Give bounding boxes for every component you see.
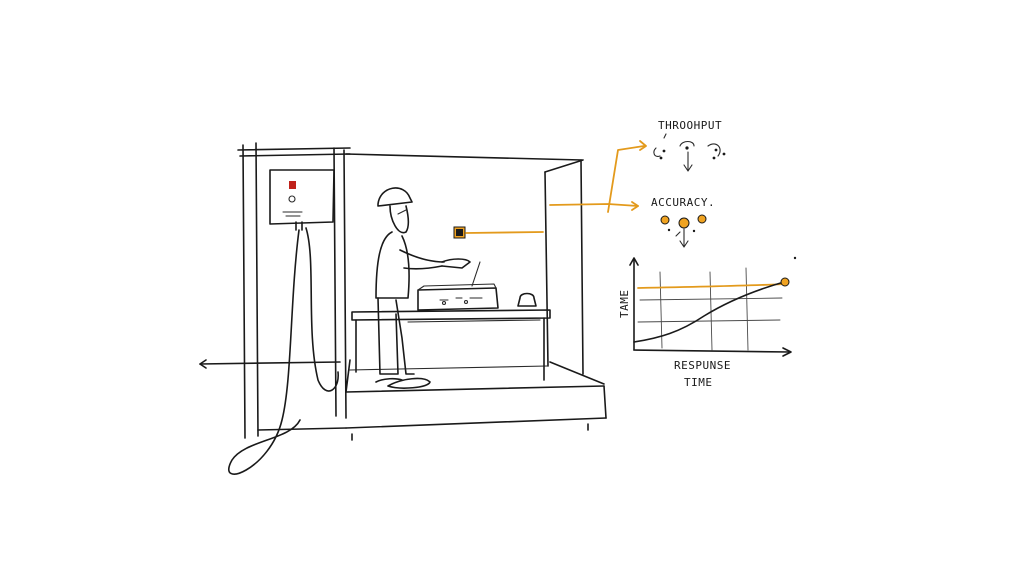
sensor-connectors <box>453 140 647 239</box>
accuracy-label: ACCURACY. <box>651 196 715 209</box>
workbench <box>351 261 551 381</box>
end-point-marker <box>780 277 790 287</box>
control-box <box>228 169 339 475</box>
indicator-light <box>289 181 296 189</box>
operator-figure <box>375 187 471 389</box>
chart-x-axis-label-line2: TIME <box>684 376 713 389</box>
booth-frame <box>199 142 607 441</box>
throughput-group: THROOHPUT <box>653 119 726 172</box>
target-line <box>637 283 787 289</box>
accuracy-group: ACCURACY. <box>651 196 715 248</box>
chart-x-axis-label-line1: RESPUNSE <box>674 359 731 372</box>
response-curve <box>633 281 785 343</box>
chart-y-axis-label: TAME <box>618 290 631 319</box>
throughput-label: THROOHPUT <box>658 119 722 132</box>
response-time-chart: TAME RESPUNSE TIME <box>618 256 797 389</box>
